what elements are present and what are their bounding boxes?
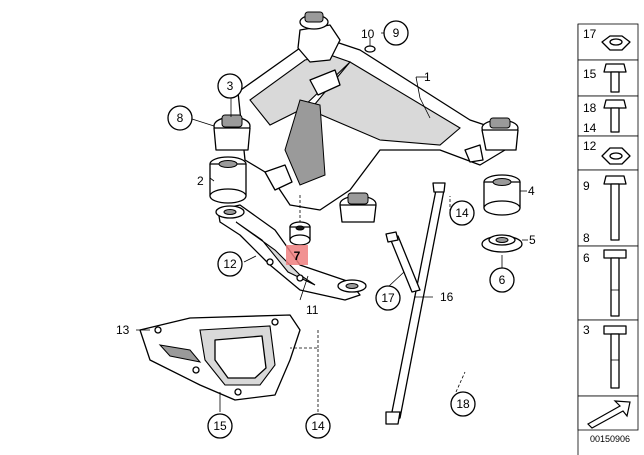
callout-7-highlighted[interactable]: 7 — [286, 245, 308, 265]
svg-text:6: 6 — [583, 251, 590, 265]
leader-lines — [136, 32, 528, 412]
callout-11[interactable]: 11 — [306, 303, 319, 317]
callout-9[interactable]: 9 — [383, 20, 409, 46]
callout-18[interactable]: 18 — [450, 391, 476, 417]
svg-text:8: 8 — [583, 231, 590, 245]
svg-text:12: 12 — [223, 257, 237, 271]
svg-text:3: 3 — [227, 79, 234, 93]
svg-text:10: 10 — [361, 27, 375, 41]
svg-text:2: 2 — [197, 174, 204, 188]
svg-text:17: 17 — [583, 27, 597, 41]
svg-text:16: 16 — [440, 290, 454, 304]
callout-14-upper[interactable]: 14 — [449, 200, 475, 226]
svg-text:18: 18 — [456, 397, 470, 411]
svg-text:14: 14 — [311, 419, 325, 433]
callout-17[interactable]: 17 — [375, 285, 401, 311]
panel-cell-17[interactable]: 17 — [577, 23, 639, 61]
svg-text:15: 15 — [583, 67, 597, 81]
callout-15[interactable]: 15 — [207, 413, 233, 439]
callout-8[interactable]: 8 — [167, 105, 193, 131]
svg-text:18: 18 — [583, 101, 597, 115]
panel-cell-18-14[interactable]: 18 14 — [577, 95, 639, 137]
rubber-mount-2 — [209, 156, 247, 204]
svg-text:5: 5 — [529, 233, 536, 247]
bushing-7 — [289, 221, 311, 246]
callout-14-lower[interactable]: 14 — [305, 413, 331, 439]
callout-2-label[interactable]: 2 — [197, 174, 204, 188]
callout-10[interactable]: 10 — [361, 27, 375, 41]
callout-1[interactable]: 1 — [424, 70, 431, 84]
svg-text:1: 1 — [424, 70, 431, 84]
svg-text:14: 14 — [583, 121, 597, 135]
panel-cell-9-8[interactable]: 9 8 — [577, 169, 639, 247]
svg-text:13: 13 — [116, 323, 130, 337]
callout-5[interactable]: 5 — [529, 233, 536, 247]
svg-text:00150906: 00150906 — [590, 434, 630, 444]
svg-text:15: 15 — [213, 419, 227, 433]
panel-cell-15[interactable]: 15 — [577, 59, 639, 97]
svg-text:14: 14 — [455, 206, 469, 220]
svg-text:3: 3 — [583, 323, 590, 337]
svg-text:9: 9 — [583, 179, 590, 193]
catalog-number: 00150906 — [590, 434, 630, 444]
brace-16 — [385, 182, 446, 425]
svg-text:12: 12 — [583, 139, 597, 153]
panel-cell-3[interactable]: 3 — [577, 319, 639, 397]
callout-12[interactable]: 12 — [217, 251, 243, 277]
svg-text:11: 11 — [306, 303, 319, 317]
svg-text:6: 6 — [499, 273, 506, 287]
panel-cell-12[interactable]: 12 — [577, 135, 639, 171]
svg-text:8: 8 — [177, 111, 184, 125]
svg-text:17: 17 — [381, 291, 395, 305]
callout-3[interactable]: 3 — [217, 73, 243, 99]
direction-arrow-icon — [587, 400, 631, 429]
rubber-mount-4 — [483, 174, 521, 216]
rear-subframe — [213, 11, 519, 223]
underbody-panel-13 — [139, 314, 301, 401]
callout-4[interactable]: 4 — [528, 184, 535, 198]
stop-5 — [481, 234, 523, 253]
washer-10 — [364, 45, 376, 53]
svg-text:4: 4 — [528, 184, 535, 198]
callout-13[interactable]: 13 — [116, 323, 130, 337]
callout-6[interactable]: 6 — [489, 267, 515, 293]
svg-text:7: 7 — [294, 249, 301, 263]
fastener-panel: 17 15 18 14 12 9 8 — [577, 23, 639, 455]
panel-cell-arrow — [577, 395, 639, 431]
svg-text:9: 9 — [393, 26, 400, 40]
callout-16[interactable]: 16 — [440, 290, 454, 304]
panel-cell-6[interactable]: 6 — [577, 245, 639, 321]
